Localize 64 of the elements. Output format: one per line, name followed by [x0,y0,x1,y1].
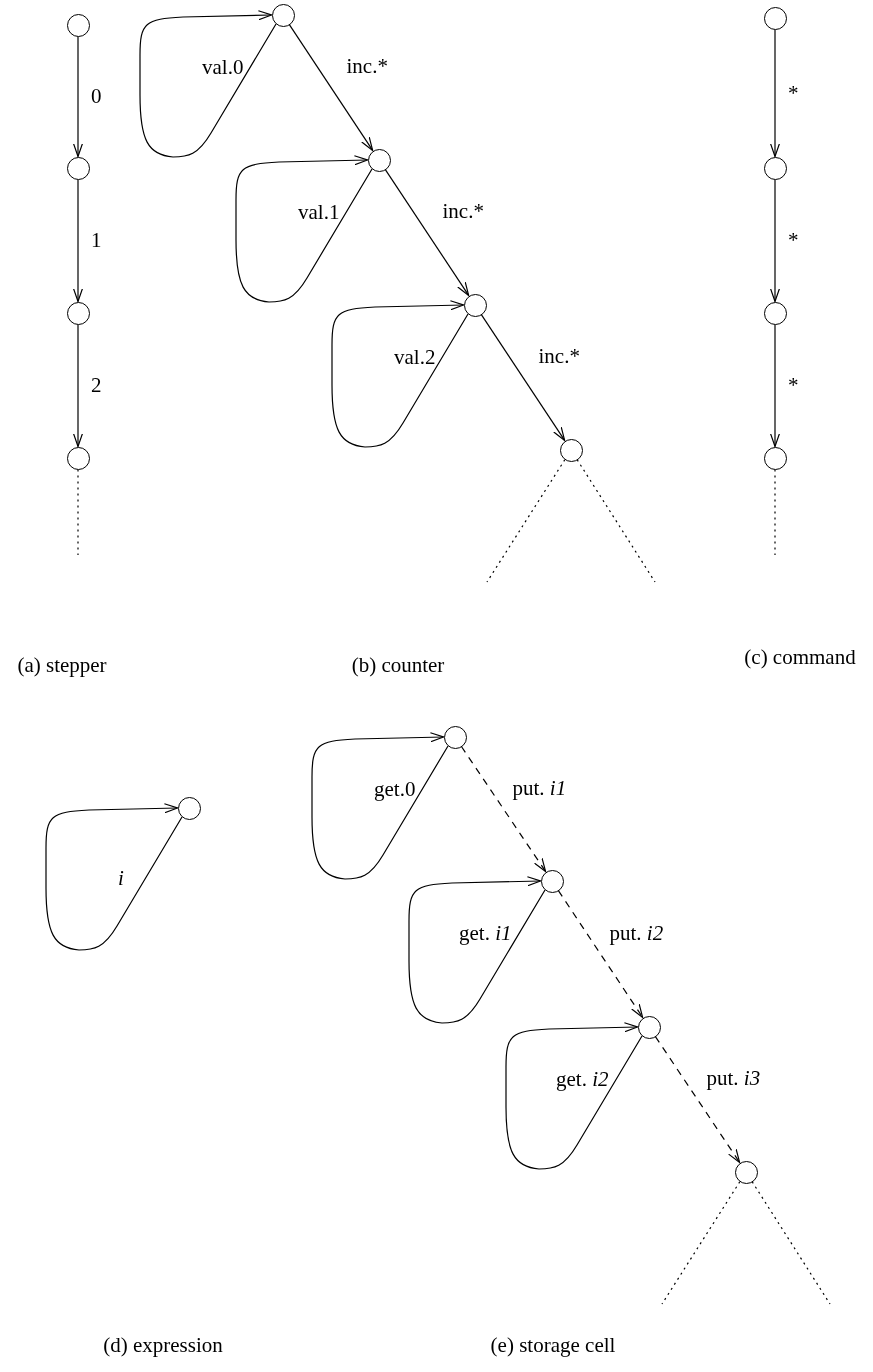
state-circle [66,156,90,180]
self-loop-arrow [45,803,183,951]
state-circle [734,1160,758,1184]
self-loop-arrow [235,155,373,303]
self-loop-arrow [408,876,546,1024]
edge-label: 1 [91,230,102,251]
transition-arrow [654,1035,741,1164]
edge-label: inc.* [442,201,484,222]
edge-label: 0 [91,86,102,107]
edge-label: val.1 [298,201,340,223]
edge-label: * [788,82,799,104]
continuation-line [77,468,79,556]
panel-caption: (d) expression [103,1335,223,1356]
transition-arrow [72,35,84,158]
edge-label: put. i3 [706,1068,761,1089]
edge-label: get.0 [374,778,416,800]
transition-arrow [384,169,470,296]
continuation-line [486,459,566,583]
state-circle [66,301,90,325]
state-circle [559,438,583,462]
edge-label: * [788,230,799,251]
self-loop-arrow [311,732,449,880]
edge-label: inc.* [538,346,580,367]
edge-label: put. i1 [512,777,567,799]
edge-label: put. i2 [609,922,664,944]
panel-caption: (e) storage cell [490,1335,616,1356]
state-circle [66,446,90,470]
state-circle [763,6,787,30]
state-circle [367,148,391,172]
panel-caption: (b) counter [351,655,445,676]
state-circle [463,293,487,317]
edge-label: * [788,375,799,396]
transition-arrow [288,24,374,151]
self-loop-arrow [331,300,469,448]
transition-arrow [769,178,781,303]
edge-label: inc.* [346,56,388,77]
state-circle [443,725,467,749]
state-circle [763,446,787,470]
transition-arrow [480,314,566,441]
self-loop-arrow [505,1022,643,1170]
edge-label: get. i2 [556,1068,609,1090]
transition-arrow [72,178,84,303]
continuation-line [661,1181,741,1305]
edge-label: get. i1 [459,922,512,944]
state-circle [177,796,201,820]
state-circle [540,869,564,893]
panel-caption: (c) command [744,647,856,668]
transition-arrow [72,323,84,448]
state-circle [637,1015,661,1039]
edge-label: i [118,867,124,889]
transition-arrow [460,745,547,873]
continuation-line [774,468,776,556]
panel-caption: (a) stepper [17,655,107,676]
edge-label: val.2 [394,346,436,368]
transition-arrow [557,890,644,1018]
transition-arrow [769,323,781,448]
state-circle [763,156,787,180]
state-circle [763,301,787,325]
edge-label: 2 [91,375,102,396]
self-loop-arrow [139,10,277,158]
state-circle [271,3,295,27]
transition-arrow [769,28,781,158]
edge-label: val.0 [202,56,244,78]
state-circle [66,13,90,37]
